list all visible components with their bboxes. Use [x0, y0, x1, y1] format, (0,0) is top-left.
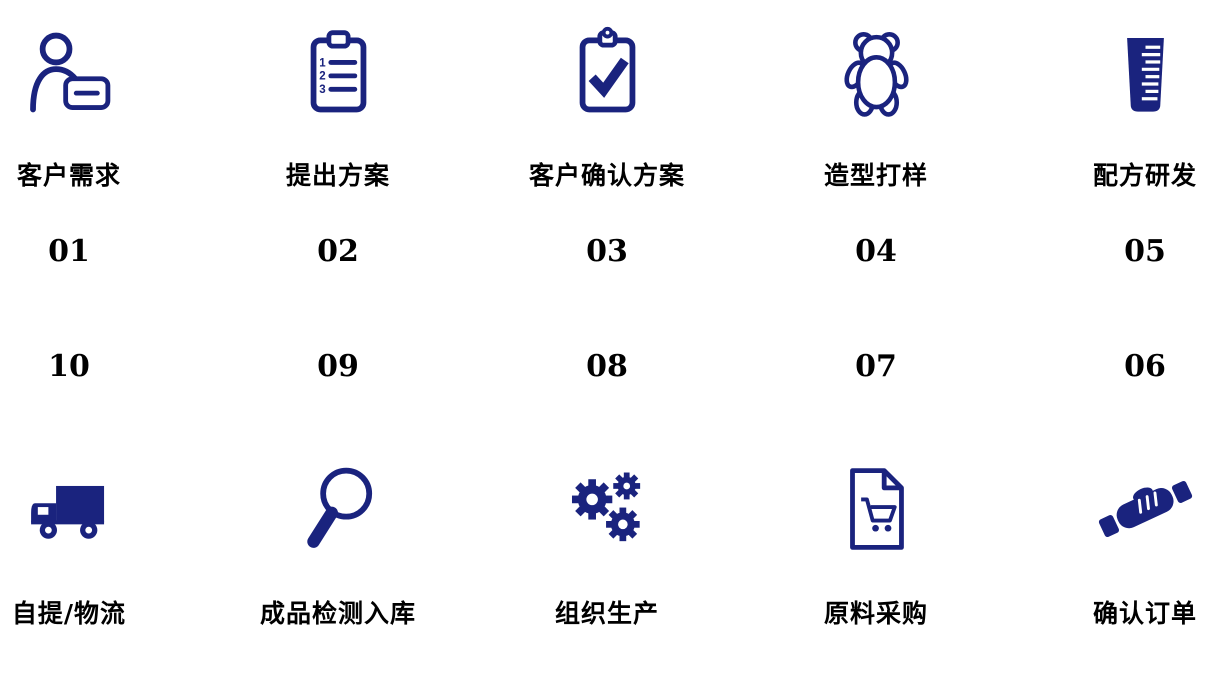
- step-label: 原料采购: [823, 598, 928, 628]
- step-number-cell: 07: [742, 299, 1011, 434]
- step-number-cell: 02: [204, 203, 473, 299]
- step-label: 组织生产: [554, 598, 659, 628]
- step-number: 03: [586, 233, 628, 269]
- svg-text:3: 3: [319, 84, 325, 96]
- step-number-cell: 03: [473, 203, 742, 299]
- flow-column-2: 1 2 3 提出方案 02 09: [204, 0, 473, 639]
- flow-column-5: 配方研发 05 06: [1011, 0, 1214, 639]
- step-number: 05: [1124, 233, 1166, 269]
- clipboard-check-icon: [559, 25, 655, 121]
- flow-column-4: 造型打样 04 07 原料采购: [742, 0, 1011, 639]
- step-number-cell: 10: [0, 299, 204, 434]
- step-number: 08: [586, 349, 628, 384]
- step-label: 配方研发: [1092, 161, 1197, 190]
- step-label-cell: 成品检测入库: [204, 584, 473, 639]
- step-label-cell: 客户需求: [0, 145, 204, 203]
- step-icon-cell: [742, 434, 1011, 584]
- gears-icon: [559, 461, 655, 557]
- purchase-doc-icon: [828, 461, 924, 557]
- step-icon-cell: [473, 434, 742, 584]
- step-label: 自提/物流: [11, 598, 127, 628]
- step-number: 04: [855, 233, 897, 269]
- step-label-cell: 原料采购: [742, 584, 1011, 639]
- step-label: 客户确认方案: [528, 161, 685, 190]
- step-icon-cell: 1 2 3: [204, 0, 473, 145]
- step-label: 提出方案: [285, 161, 390, 190]
- step-number-cell: 08: [473, 299, 742, 434]
- clipboard-list-icon: 1 2 3: [290, 25, 386, 121]
- step-label: 客户需求: [16, 161, 121, 190]
- step-number: 10: [48, 349, 90, 384]
- step-label-cell: 组织生产: [473, 584, 742, 639]
- step-label-cell: 自提/物流: [0, 584, 204, 639]
- step-label-cell: 造型打样: [742, 145, 1011, 203]
- step-icon-cell: [204, 434, 473, 584]
- step-number: 07: [855, 349, 897, 384]
- handshake-icon: [1095, 461, 1195, 557]
- flow-column-3: 客户确认方案 03 08: [473, 0, 742, 639]
- step-number-cell: 09: [204, 299, 473, 434]
- step-label-cell: 确认订单: [1011, 584, 1214, 639]
- step-icon-cell: [0, 434, 204, 584]
- step-label: 成品检测入库: [259, 598, 416, 628]
- step-icon-cell: [473, 0, 742, 145]
- flow-column-1: 客户需求 01 10 自提/物流: [0, 0, 204, 639]
- step-number-cell: 01: [0, 203, 204, 299]
- step-number: 01: [48, 233, 90, 269]
- step-icon-cell: [742, 0, 1011, 145]
- step-number: 06: [1124, 349, 1166, 384]
- beaker-icon: [1099, 25, 1191, 121]
- step-icon-cell: [0, 0, 204, 145]
- step-label-cell: 提出方案: [204, 145, 473, 203]
- step-number-cell: 04: [742, 203, 1011, 299]
- svg-text:1: 1: [319, 57, 326, 69]
- step-icon-cell: [1011, 434, 1214, 584]
- step-number: 09: [317, 349, 359, 384]
- truck-icon: [17, 461, 121, 557]
- gummy-bear-icon: [830, 25, 922, 121]
- step-label-cell: 配方研发: [1011, 145, 1214, 203]
- step-number: 02: [317, 233, 359, 269]
- magnifier-icon: [290, 461, 386, 557]
- svg-text:2: 2: [319, 70, 325, 82]
- step-label: 确认订单: [1092, 598, 1197, 628]
- step-icon-cell: [1011, 0, 1214, 145]
- customer-needs-icon: [21, 25, 117, 121]
- step-number-cell: 05: [1011, 203, 1214, 299]
- step-number-cell: 06: [1011, 299, 1214, 434]
- step-label-cell: 客户确认方案: [473, 145, 742, 203]
- step-label: 造型打样: [823, 161, 928, 190]
- process-flow-diagram: 客户需求 01 10 自提/物流: [0, 0, 1214, 639]
